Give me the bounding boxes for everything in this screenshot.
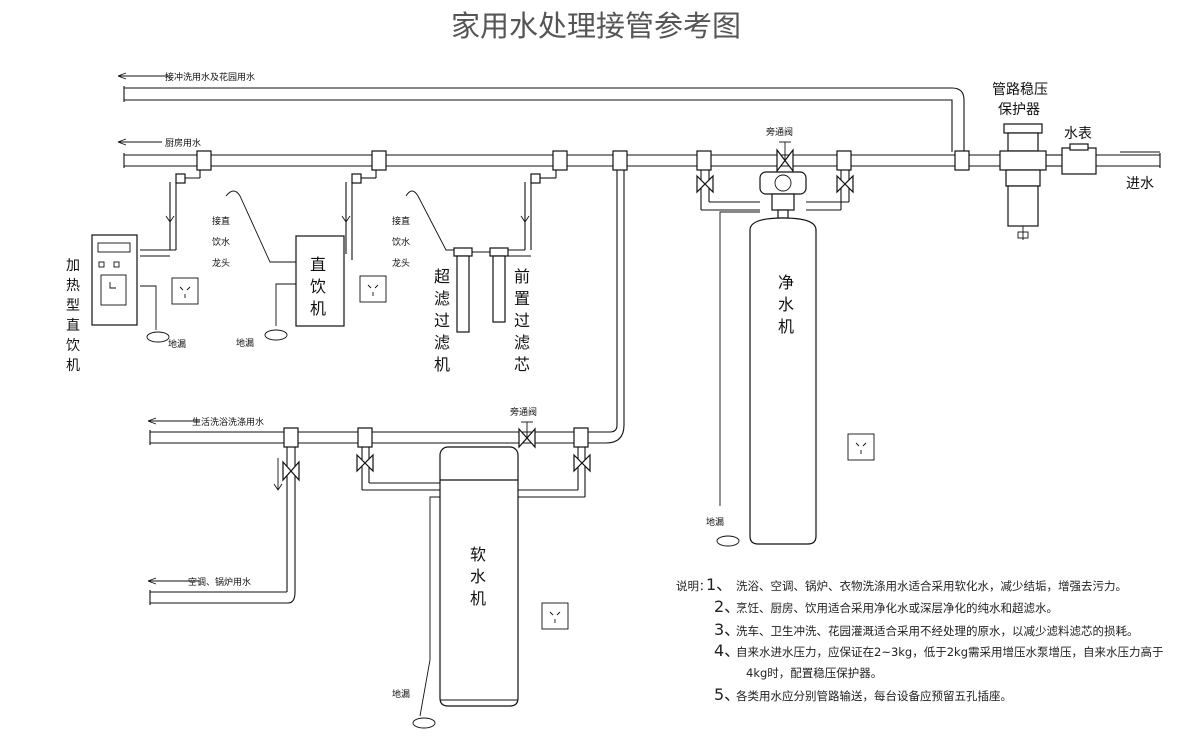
heated-dispenser-name-5: 饮 [66, 338, 80, 354]
living-label: 生活洗浴洗涤用水 [192, 416, 264, 428]
notes: 说明： 1、 洗浴、空调、锅炉、衣物洗涤用水适合采用软化水，减少结垢，增强去污力… [676, 575, 1164, 704]
direct-tap-label-2b: 饮水 [392, 236, 410, 248]
kitchen-branches [140, 170, 625, 444]
direct-tap-label-2a: 接直 [392, 215, 410, 227]
softener-name-1: 软 [470, 545, 486, 564]
note-1-text: 洗浴、空调、锅炉、衣物洗涤用水适合采用软化水，减少结垢，增强去污力。 [736, 579, 1127, 593]
uf-filter-name-2: 滤 [434, 289, 450, 308]
prefilter-name-2: 置 [514, 289, 530, 308]
living-pipe: 生活洗浴洗涤用水 旁通阀 [147, 406, 610, 592]
direct-dispenser: 直 饮 机 接直 饮水 龙头 地漏 [212, 190, 387, 349]
purifier-name-2: 水 [778, 295, 794, 314]
uf-filter-name-5: 机 [434, 355, 450, 374]
flush-garden-label: 接冲洗用水及花园用水 [165, 71, 255, 83]
direct-dispenser-name-1: 直 [310, 255, 326, 274]
direct-tap-label-1b: 饮水 [212, 236, 230, 248]
direct-dispenser-name-3: 机 [310, 299, 326, 318]
prefilter-name-4: 滤 [514, 333, 530, 352]
note-4-num: 4、 [714, 641, 740, 660]
water-softener: 软 水 机 地漏 [392, 446, 569, 729]
note-2-num: 2、 [714, 597, 740, 616]
uf-filter-name-4: 滤 [434, 333, 450, 352]
note-3-text: 洗车、卫生冲洗、花园灌溉适合采用不经处理的原水，以减少滤料滤芯的损耗。 [736, 624, 1139, 638]
heated-dispenser: 地漏 加 热 型 直 饮 机 [66, 234, 199, 374]
uf-filter-name-3: 过 [434, 311, 450, 330]
note-3-num: 3、 [714, 620, 740, 639]
note-1-num: 1、 [706, 575, 732, 594]
softener-name-2: 水 [470, 567, 486, 586]
note-5-text: 各类用水应分别管路输送，每台设备应预留五孔插座。 [736, 689, 1012, 703]
purifier-name-3: 机 [778, 317, 794, 336]
drain-label-1: 地漏 [168, 338, 186, 350]
note-4-continued: 4kg时，配置稳压保护器。 [746, 666, 882, 680]
inlet-label: 进水 [1126, 176, 1154, 192]
uf-filter-name-1: 超 [434, 267, 450, 286]
kitchen-pipe: 厨房用水 旁通阀 [117, 126, 1000, 173]
diagram-title: 家用水处理接管参考图 [451, 9, 741, 43]
direct-tap-label-1c: 龙头 [212, 257, 230, 269]
water-purifier: 净 水 机 地漏 [696, 170, 875, 547]
notes-prefix: 说明： [676, 579, 711, 593]
direct-tap-label-1a: 接直 [212, 215, 230, 227]
inlet-assembly: 管路稳压 保护器 水表 进水 [992, 82, 1161, 240]
aircon-label: 空调、锅炉用水 [188, 576, 251, 588]
prefilter-name-5: 芯 [514, 355, 530, 374]
stabilizer-name-2: 保护器 [998, 102, 1040, 118]
heated-dispenser-name-6: 机 [66, 358, 80, 374]
heated-dispenser-name-4: 直 [66, 317, 80, 334]
stabilizer-name-1: 管路稳压 [992, 82, 1048, 98]
heated-dispenser-name-3: 型 [66, 298, 80, 314]
softener-name-3: 机 [470, 589, 486, 608]
purifier-name-1: 净 [778, 273, 794, 292]
meter-name: 水表 [1064, 126, 1092, 142]
drain-label-2: 地漏 [236, 337, 254, 349]
heated-dispenser-name-1: 加 [66, 258, 80, 274]
direct-dispenser-name-2: 饮 [310, 277, 326, 296]
bypass-valve-label-top: 旁通阀 [766, 126, 793, 138]
uf-and-prefilter: 接直 饮水 龙头 超 滤 过 滤 机 前 置 过 滤 芯 [392, 190, 530, 374]
aircon-pipe: 空调、锅炉用水 [147, 576, 296, 605]
flush-garden-pipe: 接冲洗用水及花园用水 [117, 71, 965, 152]
drain-label-3: 地漏 [706, 516, 724, 528]
drain-label-4: 地漏 [392, 688, 410, 700]
note-4-text: 自来水进水压力，应保证在2~3kg，低于2kg需采用增压水泵增压，自来水压力高于 [736, 645, 1164, 659]
note-2-text: 烹饪、厨房、饮用适合采用净化水或深层净化的纯水和超滤水。 [736, 601, 1058, 615]
bypass-valve-label-bottom: 旁通阀 [510, 406, 537, 418]
note-5-num: 5、 [714, 685, 740, 704]
kitchen-label: 厨房用水 [165, 137, 201, 149]
heated-dispenser-name-2: 热 [66, 278, 80, 294]
prefilter-name-3: 过 [514, 311, 530, 330]
direct-tap-label-2c: 龙头 [392, 257, 410, 269]
prefilter-name-1: 前 [514, 267, 530, 286]
